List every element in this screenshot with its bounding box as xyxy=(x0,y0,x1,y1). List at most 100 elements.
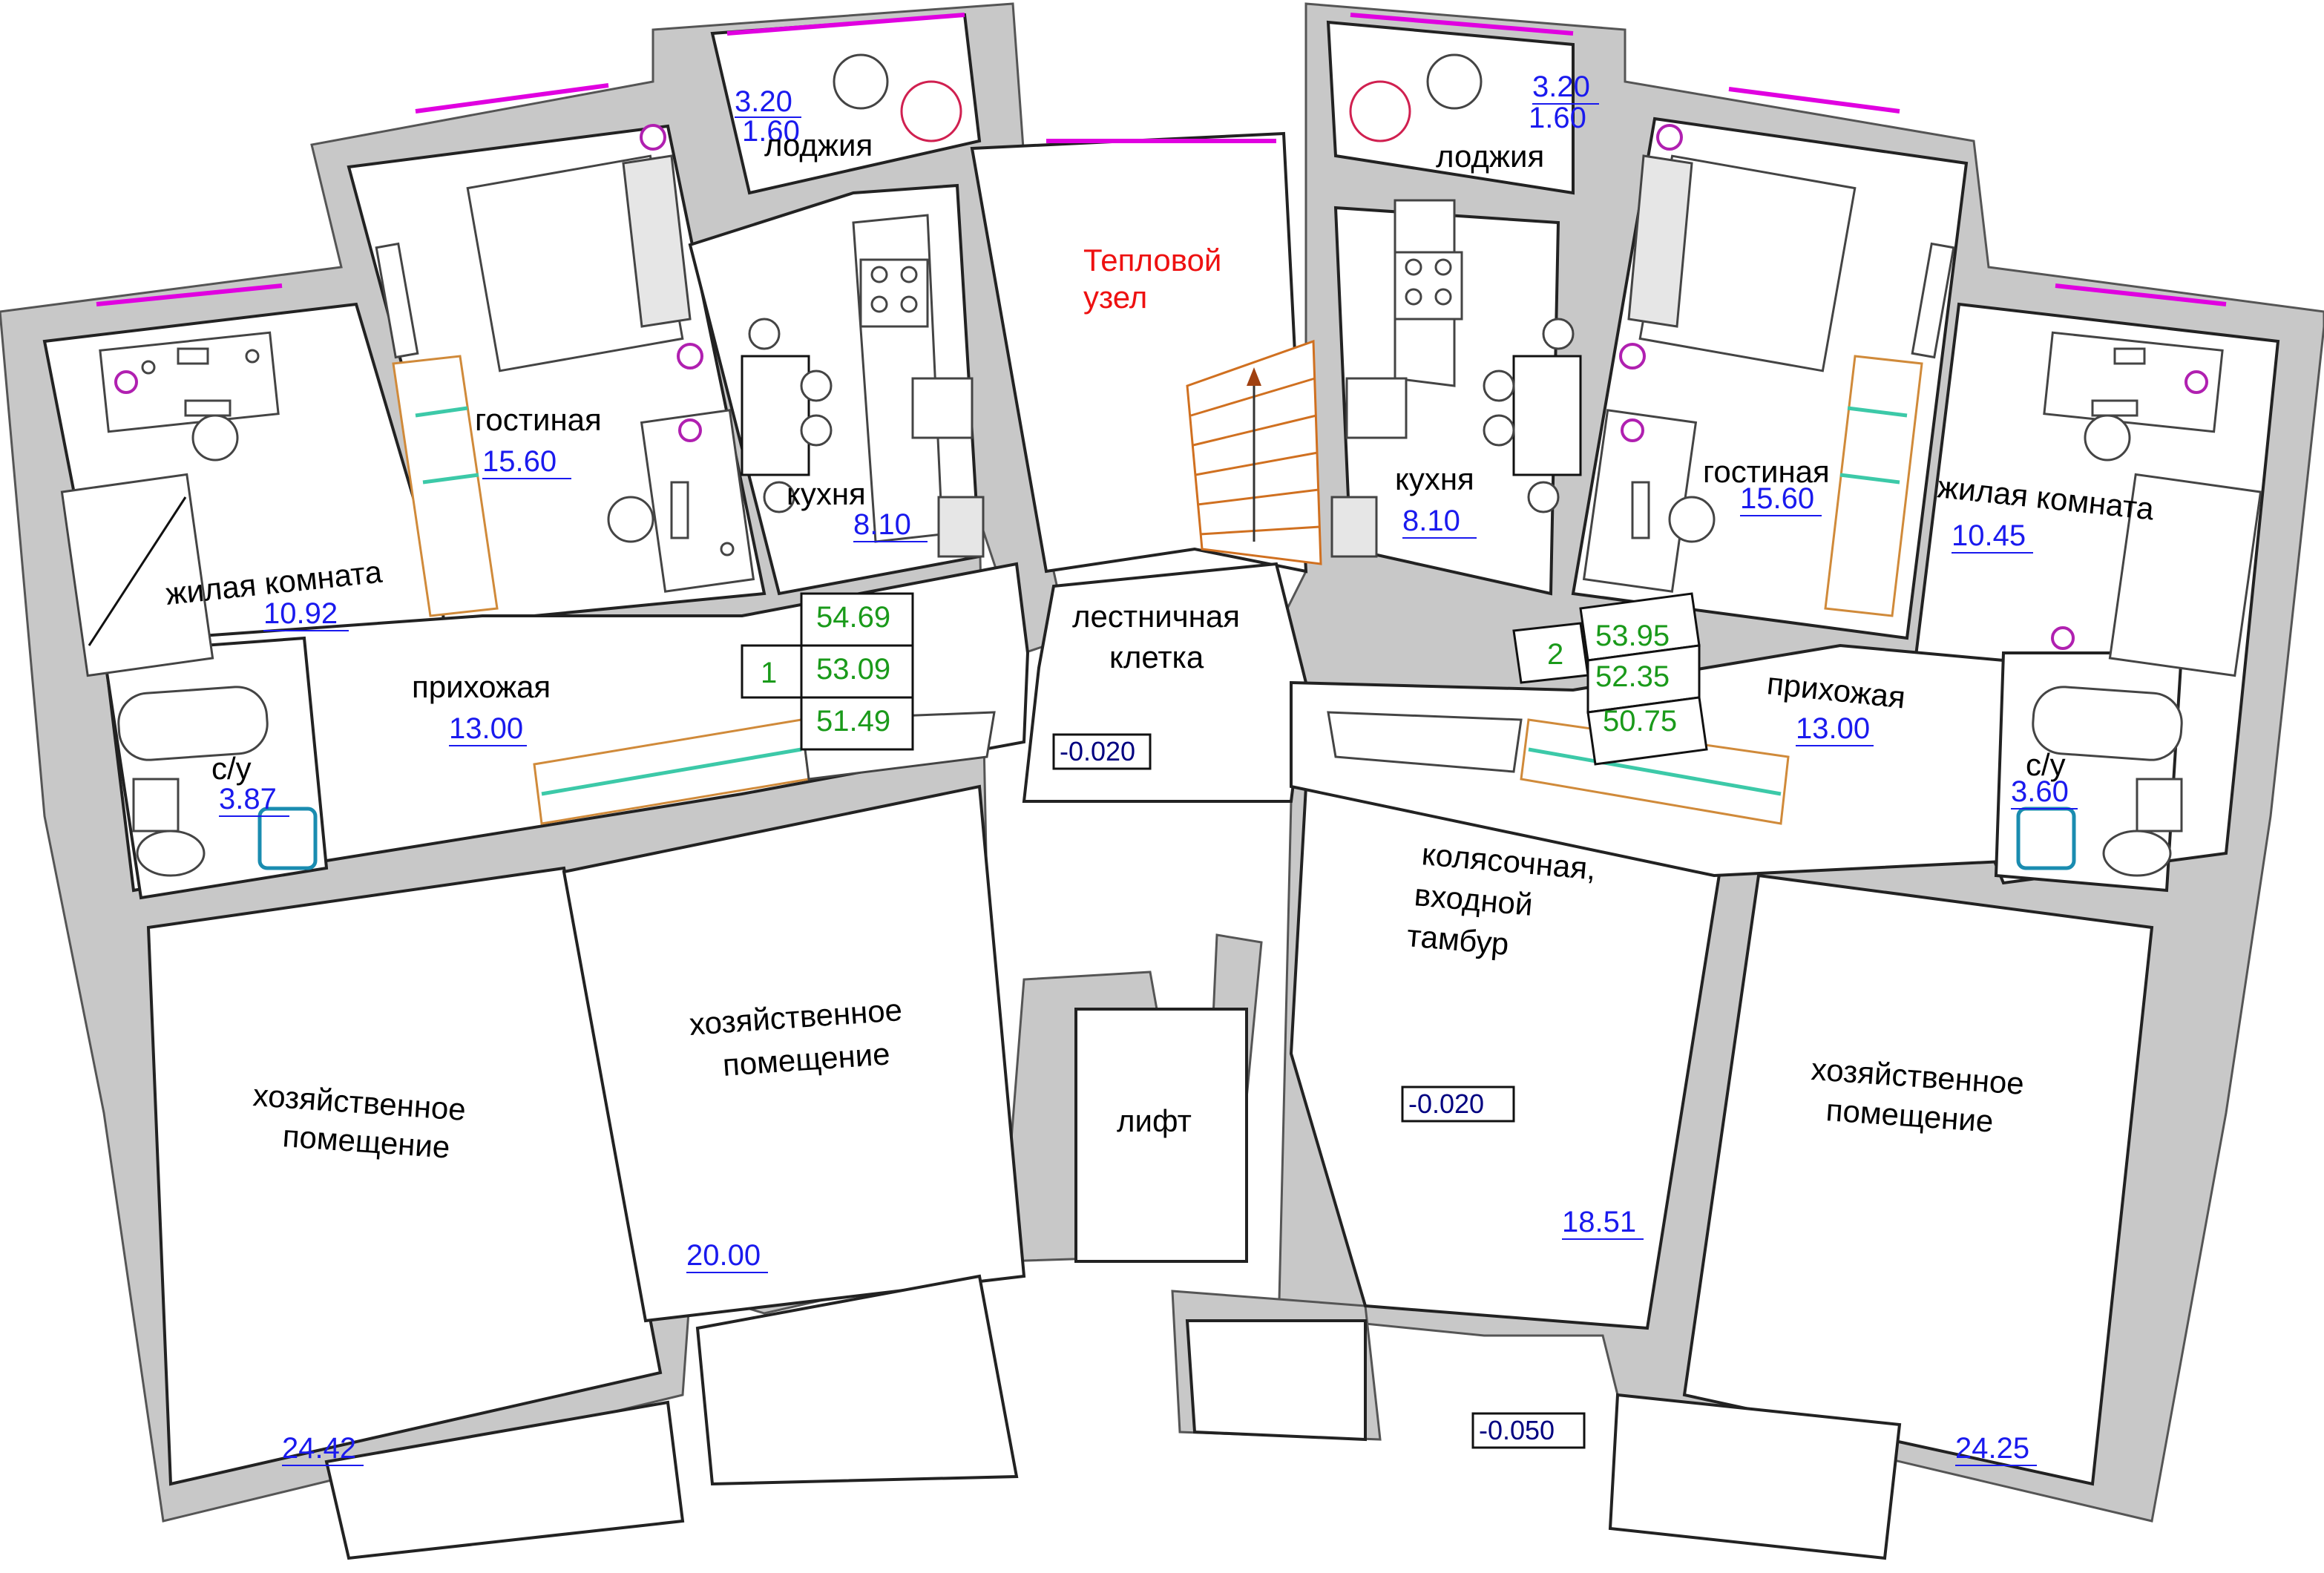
labels-common: Тепловой узел лестничная клетка -0.020 л… xyxy=(1060,243,1644,1445)
chair-icon xyxy=(191,414,239,462)
sink-icon-2 xyxy=(1345,377,1408,439)
annotation-boxes xyxy=(741,592,1708,1449)
chair-icon-6 xyxy=(2084,414,2131,462)
apt1-total3-box xyxy=(800,696,914,751)
chair-icon-2 xyxy=(748,318,781,350)
storage-left-outer xyxy=(146,866,663,1486)
washing-machine-icon-2 xyxy=(1426,53,1483,110)
storage-right xyxy=(1682,873,2154,1486)
bathtub-icon xyxy=(117,686,269,761)
washer-icon xyxy=(257,807,318,870)
balcony-left-bottom2 xyxy=(324,1400,685,1560)
loggia-left-dim2: 1.60 xyxy=(742,115,800,148)
stair-arrow-icon xyxy=(1247,367,1261,386)
computer-icon xyxy=(670,481,689,539)
toilet-icon-2 xyxy=(2102,830,2172,877)
office-chair-icon-2 xyxy=(1668,496,1716,543)
loggia-left-dim1: 3.20 xyxy=(735,85,792,118)
bed-left-bedroom xyxy=(60,473,214,677)
apt1-total3: 51.49 xyxy=(816,705,890,738)
kitchen-right-area: 8.10 xyxy=(1402,505,1460,537)
loggia-right-dim2: 1.60 xyxy=(1529,102,1586,134)
chair-icon-5 xyxy=(763,481,795,513)
bath-right-area: 3.60 xyxy=(2011,775,2069,808)
stairwell-line2: клетка xyxy=(1109,640,1204,674)
washbasin-icon xyxy=(132,778,180,833)
satellite-dish-icon-2 xyxy=(1349,80,1411,142)
lamp-icon-3 xyxy=(1656,124,1683,151)
tv-stand-icon xyxy=(375,242,419,359)
wardrobe-right xyxy=(1824,355,1923,617)
kitchen-left-label: кухня xyxy=(787,476,866,511)
speaker-icon-2 xyxy=(678,418,702,442)
labels-left: 3.20 1.60 лоджия гостиная 15.60 кухня 8.… xyxy=(164,85,928,817)
loggia-left-label: лоджия xyxy=(764,128,873,162)
lamp-icon-5 xyxy=(2051,626,2075,650)
storage-left-outer-area: 24.42 xyxy=(282,1432,356,1465)
speaker-icon-3 xyxy=(1621,418,1644,442)
entrance-step xyxy=(1185,1319,1367,1442)
monitor-icon xyxy=(177,347,209,365)
wardrobe-left xyxy=(392,355,499,617)
kitchen-right xyxy=(1333,206,1560,596)
washbasin-icon-2 xyxy=(2136,778,2183,833)
apt1-total2-box xyxy=(800,644,914,699)
living-right-area: 15.60 xyxy=(1740,482,1814,515)
storage-left-inner-area: 20.00 xyxy=(686,1239,761,1272)
washing-machine-icon xyxy=(833,53,889,110)
balcony-left-bottom xyxy=(695,1274,1019,1486)
dining-table-right xyxy=(1512,355,1582,476)
apt1-total1: 54.69 xyxy=(816,601,890,634)
bedroom-left-area: 10.92 xyxy=(263,597,338,630)
kitchen-right-label: кухня xyxy=(1395,462,1474,496)
hall-right-area: 13.00 xyxy=(1796,712,1870,745)
entrance-level: -0.050 xyxy=(1479,1415,1555,1445)
sink-icon xyxy=(911,377,974,439)
stair-level: -0.020 xyxy=(1060,736,1135,766)
bedroom-right-area: 10.45 xyxy=(1952,519,2026,552)
hall-left-area: 13.00 xyxy=(449,712,523,745)
desk-right-bedroom xyxy=(2043,331,2224,433)
living-right-label: гостиная xyxy=(1703,454,1830,489)
desk-left-bedroom xyxy=(99,331,280,433)
stroller-level: -0.020 xyxy=(1408,1088,1484,1119)
lift-shaft xyxy=(1074,1008,1248,1263)
living-left-label: гостиная xyxy=(475,402,602,437)
chair-icon-4 xyxy=(800,414,833,447)
speaker-icon xyxy=(114,370,138,394)
heat-node-line1: Тепловой xyxy=(1083,243,1221,278)
entrance-level-box xyxy=(1471,1412,1586,1449)
storage-right-area: 24.25 xyxy=(1955,1432,2029,1465)
tv-stand-icon-2 xyxy=(1911,242,1955,359)
apt2-total1: 53.95 xyxy=(1595,620,1670,652)
fridge-icon xyxy=(937,496,985,558)
lift-label: лифт xyxy=(1117,1103,1192,1138)
bed-right-bedroom xyxy=(2108,473,2262,677)
bath-left-area: 3.87 xyxy=(219,783,277,815)
pillows-icon xyxy=(622,154,692,328)
living-left-area: 15.60 xyxy=(482,445,557,478)
lamp-icon xyxy=(640,124,666,151)
bath-left-label: с/у xyxy=(211,751,252,786)
apt1-total2: 53.09 xyxy=(816,653,890,686)
washer-icon-2 xyxy=(2016,807,2076,870)
stroller-level-box xyxy=(1401,1086,1515,1123)
keyboard-icon xyxy=(184,399,232,417)
loggia-right-label: лоджия xyxy=(1436,139,1544,174)
kitchen-left-area: 8.10 xyxy=(853,508,911,541)
apt1-number: 1 xyxy=(761,657,777,689)
heat-node-line2: узел xyxy=(1083,280,1147,315)
stair-level-box xyxy=(1052,733,1152,770)
lamp-icon-2 xyxy=(677,343,703,370)
apt2-total3: 50.75 xyxy=(1603,705,1677,738)
windows xyxy=(96,13,2227,306)
chair-icon-3 xyxy=(800,370,833,402)
dining-table-left xyxy=(741,355,810,476)
loggia-right-dim1: 3.20 xyxy=(1532,70,1590,103)
storage-left-inner xyxy=(562,784,1026,1323)
stairs xyxy=(1186,339,1322,565)
furniture-right xyxy=(1327,53,2262,877)
common-area xyxy=(970,131,1724,1442)
stove-icon-2 xyxy=(1394,251,1463,321)
